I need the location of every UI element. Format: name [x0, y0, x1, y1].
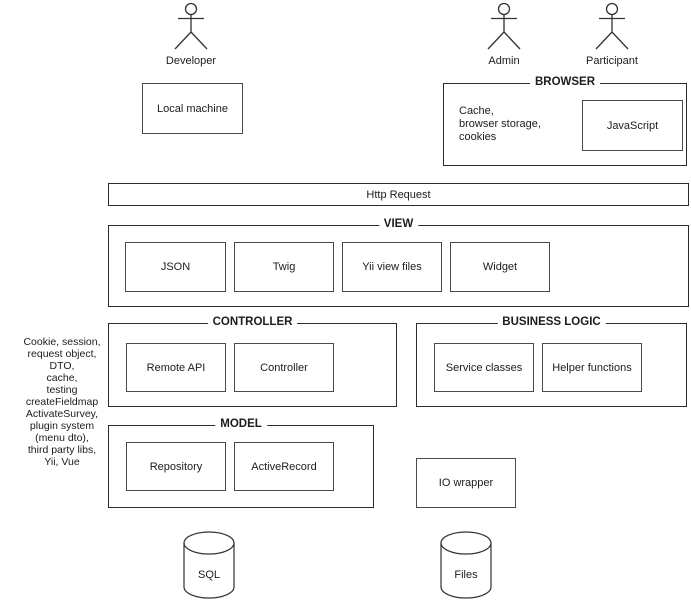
sql-database: SQL: [183, 531, 235, 599]
database-label: SQL: [197, 569, 220, 581]
database-cylinder-icon: [440, 531, 492, 599]
widget-box: Widget: [450, 242, 550, 292]
side-note-line: Cookie, session,: [23, 336, 101, 348]
helper-functions-box: Helper functions: [542, 343, 642, 392]
actor-label: Admin: [488, 55, 520, 67]
side-note-line: third party libs,: [27, 444, 97, 456]
stick-figure-icon: [595, 2, 629, 50]
yii-view-files-box: Yii view files: [342, 242, 442, 292]
note-line: browser storage,: [459, 118, 541, 130]
side-note-line: request object,: [27, 348, 97, 360]
actor-label: Participant: [586, 55, 638, 67]
side-note-line: DTO,: [49, 360, 75, 372]
actor-label: Developer: [165, 55, 217, 67]
model-section: MODEL Repository ActiveRecord: [108, 418, 374, 508]
note-line: Cache,: [459, 105, 494, 117]
browser-storage-note: Cache, browser storage, cookies: [459, 105, 541, 144]
business-logic-section: BUSINESS LOGIC Service classes Helper fu…: [416, 316, 687, 407]
database-label: Files: [454, 569, 478, 581]
model-section-label: MODEL: [215, 418, 267, 430]
side-note-line: Yii, Vue: [44, 456, 80, 468]
files-database: Files: [440, 531, 492, 599]
view-section-label: VIEW: [378, 218, 419, 230]
database-cylinder-icon: [183, 531, 235, 599]
actor-participant: Participant: [572, 2, 652, 67]
side-note-line: ActivateSurvey,: [25, 408, 99, 420]
actor-developer: Developer: [151, 2, 231, 67]
remote-api-box: Remote API: [126, 343, 226, 392]
view-section: VIEW JSON Twig Yii view files Widget: [108, 218, 689, 307]
business-logic-section-label: BUSINESS LOGIC: [497, 316, 606, 328]
controller-section: CONTROLLER Remote API Controller: [108, 316, 397, 407]
controller-box: Controller: [234, 343, 334, 392]
service-classes-box: Service classes: [434, 343, 534, 392]
side-note-line: (menu dto),: [35, 432, 89, 444]
javascript-box: JavaScript: [582, 100, 683, 151]
side-note-line: createFieldmap: [25, 396, 99, 408]
actor-admin: Admin: [464, 2, 544, 67]
json-box: JSON: [125, 242, 226, 292]
side-note-line: plugin system: [29, 420, 95, 432]
repository-box: Repository: [126, 442, 226, 491]
controller-section-label: CONTROLLER: [207, 316, 298, 328]
side-annotation: Cookie, session, request object, DTO, ca…: [6, 336, 118, 468]
http-request-bar: Http Request: [108, 183, 689, 206]
browser-section: BROWSER Cache, browser storage, cookies …: [443, 76, 687, 166]
side-note-line: cache,: [46, 372, 78, 384]
note-line: cookies: [459, 131, 497, 143]
stick-figure-icon: [487, 2, 521, 50]
io-wrapper-box: IO wrapper: [416, 458, 516, 508]
browser-section-label: BROWSER: [529, 76, 601, 88]
stick-figure-icon: [174, 2, 208, 50]
twig-box: Twig: [234, 242, 334, 292]
local-machine-box: Local machine: [142, 83, 243, 134]
activerecord-box: ActiveRecord: [234, 442, 334, 491]
side-note-line: testing: [46, 384, 78, 396]
